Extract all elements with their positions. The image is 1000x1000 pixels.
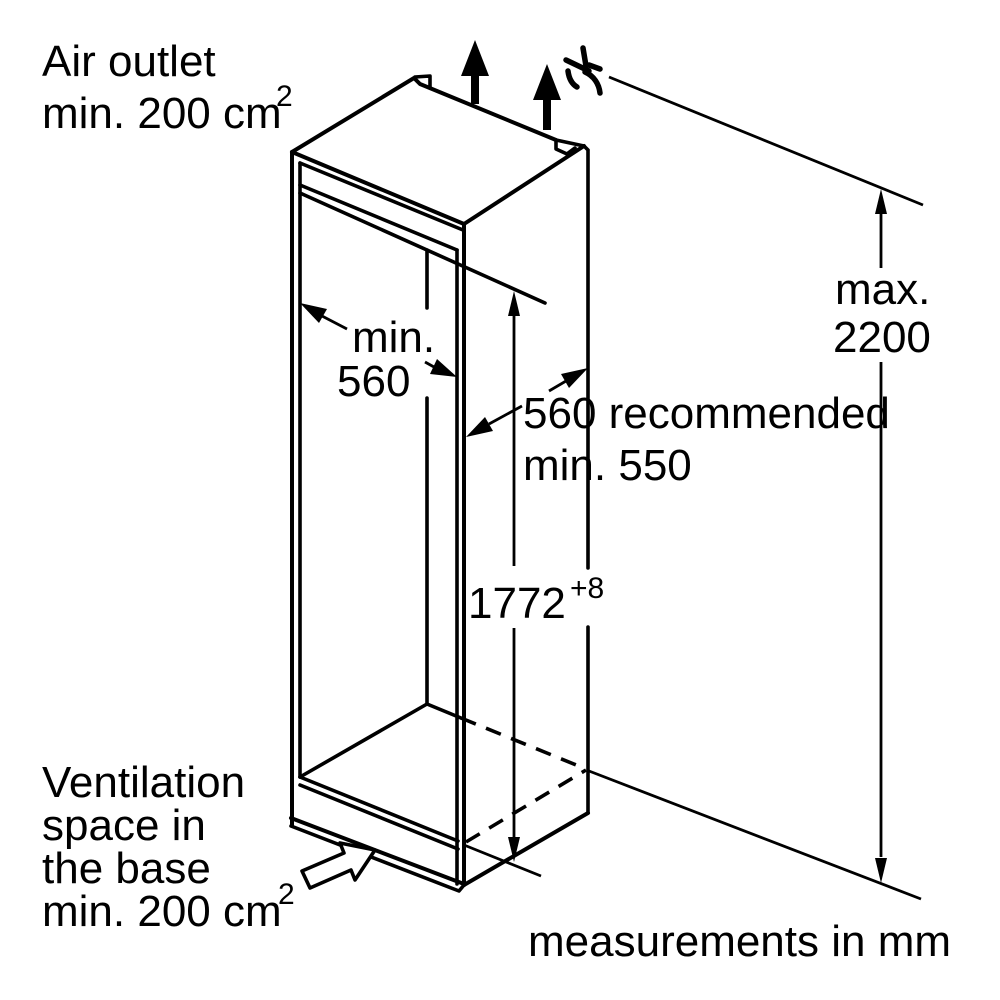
ventilation-superscript: 2 (278, 878, 295, 911)
dimension-max-height (588, 75, 924, 901)
cabinet-top-back-edge (290, 76, 558, 154)
niche-width-arrow-right (430, 359, 457, 377)
niche-height-tolerance: +8 (570, 572, 604, 605)
right-side-bottom-edge (462, 811, 590, 887)
max-height-top-extension-line (608, 75, 924, 207)
cabinet-top-front-edge (290, 150, 466, 226)
niche-width-arrow-left (300, 303, 327, 323)
top-panel-lower-edge (298, 161, 465, 232)
max-height-arrow-up (875, 189, 887, 214)
max-height-arrow-down (875, 858, 887, 883)
niche-width-left-leader (321, 314, 348, 331)
niche-height-arrow-up (508, 291, 520, 316)
air-outlet-label-line2: min. 200 cm (42, 89, 282, 138)
niche-depth-arrow-lower (466, 417, 493, 437)
air-flow-up-arrow-left-icon (461, 40, 489, 104)
air-slot-lower-edge (298, 183, 459, 252)
top-back-left-notch (413, 74, 432, 90)
ventilation-label-line2: space in (42, 801, 206, 850)
niche-floor-back-edge-hidden (460, 716, 587, 771)
diagram-labels: Air outlet min. 200 cm 2 min. 560 560 re… (42, 37, 951, 966)
niche-height-bottom-extension-line (463, 843, 542, 878)
measurements-note: measurements in mm (528, 917, 951, 966)
top-back-right-notch (554, 138, 577, 156)
air-outlet-label-line1: Air outlet (42, 37, 216, 86)
dimension-niche-height (463, 291, 542, 878)
niche-width-label: min. (352, 313, 435, 362)
max-height-value: 2200 (833, 313, 931, 362)
ventilation-label-line1: Ventilation (42, 758, 245, 807)
niche-floor-back-edge-visible (425, 702, 463, 720)
air-curl-icon (563, 45, 603, 96)
niche-floor-right-edge-hidden (465, 768, 587, 844)
ventilation-label-line3: the base (42, 844, 211, 893)
niche-width-value: 560 (337, 357, 410, 406)
dimension-niche-depth (466, 368, 588, 437)
niche-width-right-leader (424, 360, 435, 369)
max-height-label: max. (835, 265, 930, 314)
niche-floor-front-edge-thickness (298, 783, 460, 851)
niche-depth-arrow-upper (561, 368, 588, 388)
base-airflow-arrow-icon (300, 841, 377, 890)
niche-height-value: 1772 (468, 579, 566, 628)
ventilation-label-line4: min. 200 cm (42, 887, 282, 936)
niche-ceiling-edge-extension (298, 191, 547, 305)
niche-height-arrow-down (508, 837, 520, 862)
niche-floor-front-edge (298, 775, 460, 843)
dimension-niche-width (300, 303, 457, 377)
max-height-bottom-extension-line (588, 769, 922, 901)
back-right-edge (582, 144, 590, 815)
air-flow-up-arrow-right-icon (533, 64, 561, 130)
niche-depth-lower-leader (488, 404, 523, 426)
cabinet-top-right-edge (462, 144, 586, 226)
air-flow-symbols (300, 40, 603, 890)
top-back-right-edge (554, 138, 586, 148)
air-outlet-superscript: 2 (276, 80, 293, 113)
niche-depth-label-line1: 560 recommended (523, 389, 890, 438)
base-bottom-front-edge (289, 816, 466, 886)
niche-depth-upper-leader (548, 379, 567, 393)
niche-floor-left-edge (298, 702, 429, 779)
niche-depth-label-line2: min. 550 (523, 441, 692, 490)
